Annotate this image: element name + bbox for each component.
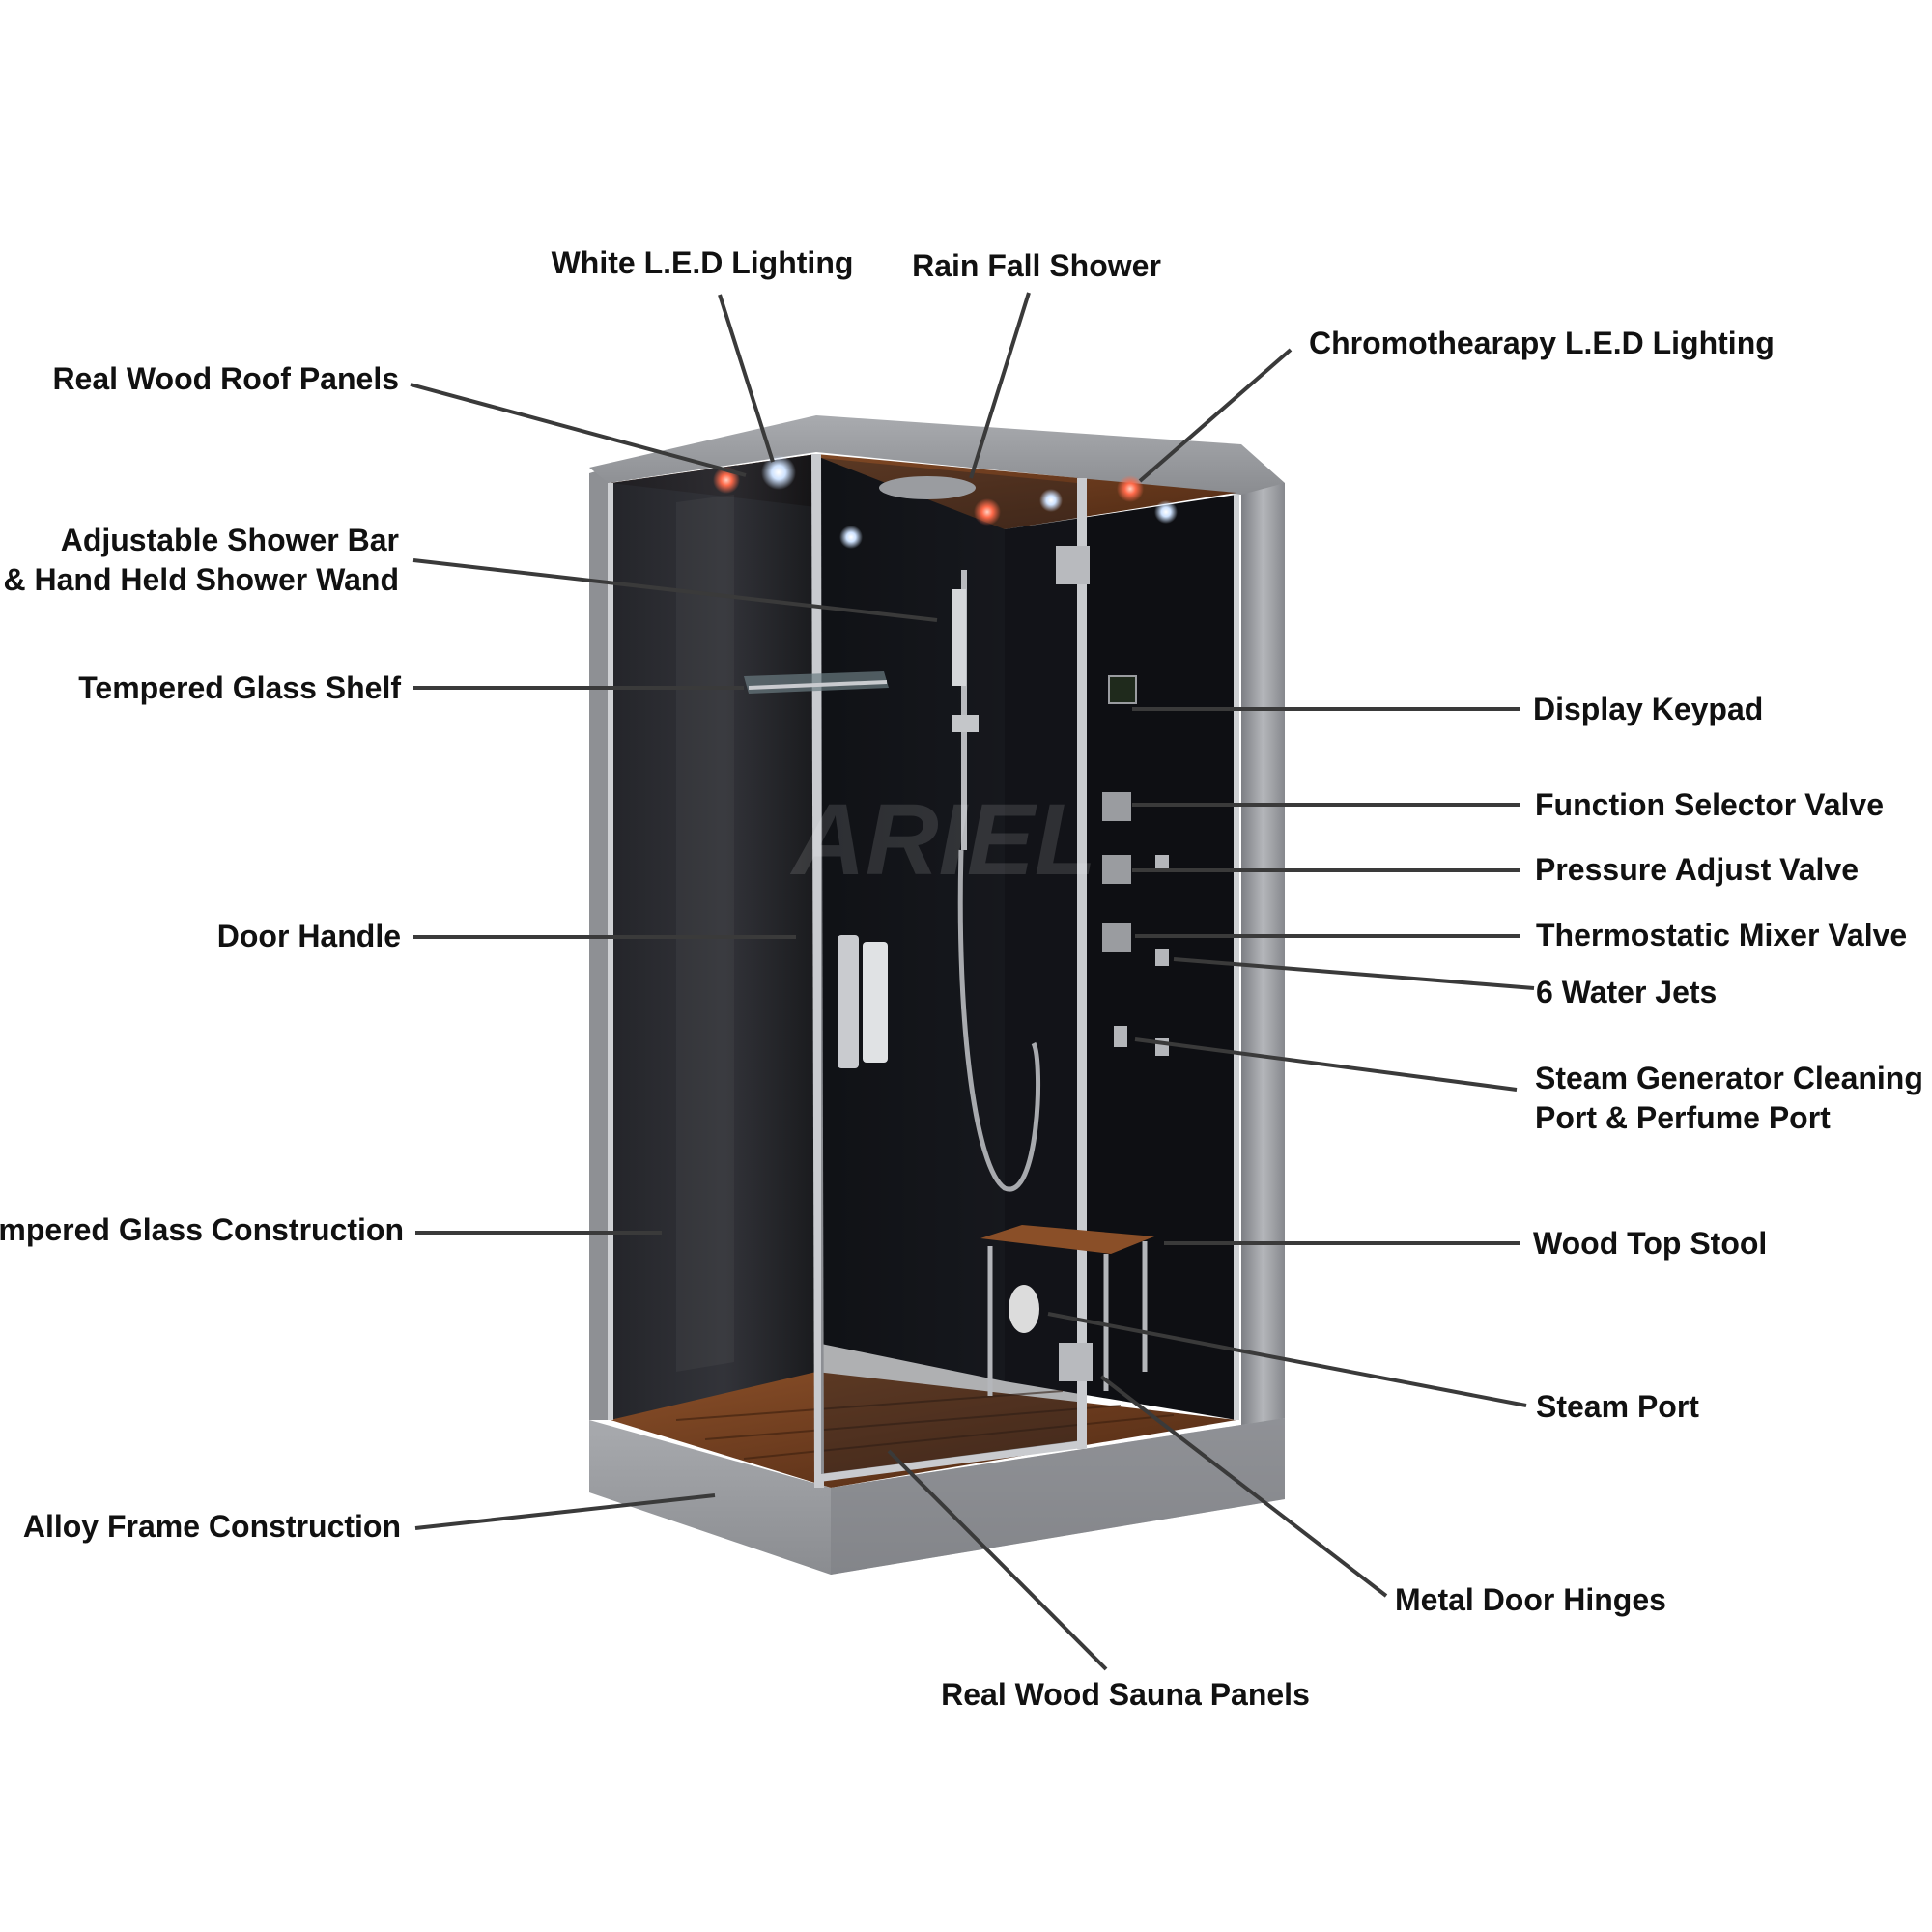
white-led-2: [839, 526, 863, 549]
labels: White L.E.D Lighting Rain Fall Shower Ch…: [0, 245, 1923, 1712]
label-wood-stool: Wood Top Stool: [1533, 1226, 1767, 1261]
white-led-4: [1154, 500, 1178, 524]
right-interior-wall: [1005, 495, 1236, 1420]
label-glass-construction: Tempered Glass Construction: [0, 1212, 404, 1247]
glass-reflection: [676, 495, 734, 1372]
steam-port-unit: [1009, 1285, 1039, 1333]
label-steam-port: Steam Port: [1536, 1389, 1699, 1424]
shower-cabin: ARIEL: [589, 415, 1285, 1575]
label-door-handle: Door Handle: [217, 919, 401, 953]
shower-bar: [952, 570, 1041, 1192]
label-white-led: White L.E.D Lighting: [552, 245, 854, 280]
label-steam-gen-line1: Steam Generator Cleaning: [1535, 1061, 1923, 1095]
leader-lines: [410, 292, 1535, 1671]
label-display-keypad: Display Keypad: [1533, 692, 1763, 726]
label-glass-shelf: Tempered Glass Shelf: [78, 670, 401, 705]
left-corner-post: [589, 468, 609, 1420]
label-chromo-led: Chromothearapy L.E.D Lighting: [1309, 326, 1775, 360]
wood-stool: [980, 1225, 1154, 1396]
label-function-selector: Function Selector Valve: [1535, 787, 1884, 822]
white-led-3: [1039, 489, 1063, 512]
alloy-base-shadow: [831, 1418, 1285, 1575]
label-thermostatic: Thermostatic Mixer Valve: [1536, 918, 1907, 952]
wood-floor: [611, 1372, 1236, 1488]
brand-watermark: ARIEL: [789, 783, 1096, 896]
front-door-glass: [821, 458, 1077, 1474]
rain-shower-head: [879, 476, 976, 499]
color-led-3: [1117, 475, 1144, 502]
label-roof-panels: Real Wood Roof Panels: [52, 361, 399, 396]
label-shower-bar-line1: Adjustable Shower Bar: [61, 523, 399, 557]
label-sauna-panels: Real Wood Sauna Panels: [941, 1677, 1310, 1712]
glass-shelf: [744, 671, 889, 694]
hinge-top: [1056, 546, 1090, 584]
control-panel: [1102, 675, 1169, 1056]
label-alloy-frame: Alloy Frame Construction: [23, 1509, 401, 1544]
white-led-1: [761, 455, 796, 490]
label-pressure: Pressure Adjust Valve: [1535, 852, 1859, 887]
door-frames: [608, 453, 1239, 1489]
door-handle: [838, 935, 888, 1068]
label-water-jets: 6 Water Jets: [1536, 975, 1717, 1009]
label-rain-fall: Rain Fall Shower: [912, 248, 1161, 283]
hinge-bottom: [1059, 1343, 1093, 1381]
label-door-hinges: Metal Door Hinges: [1395, 1582, 1666, 1617]
right-side-frame: [1241, 471, 1285, 1430]
label-shower-bar-line2: & Hand Held Shower Wand: [4, 562, 400, 597]
color-led-2: [974, 498, 1001, 526]
label-steam-gen-line2: Port & Perfume Port: [1535, 1100, 1831, 1135]
